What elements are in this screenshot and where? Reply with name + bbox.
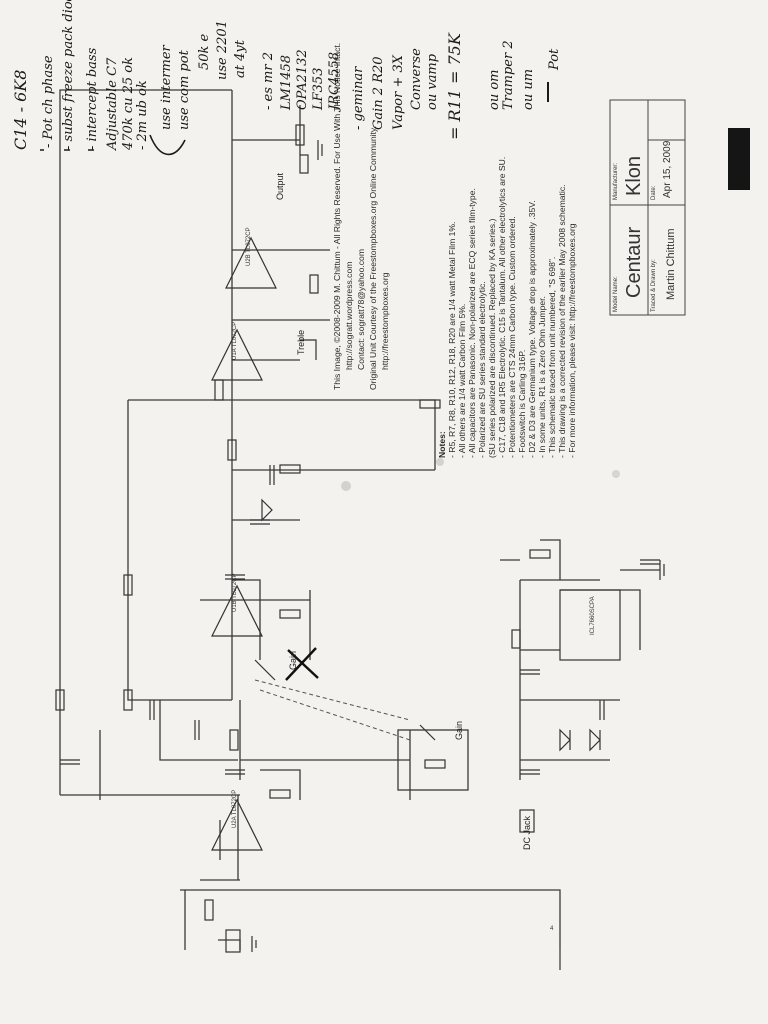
note-item: - In some units, R1 is a Zero Ohm Jumper…: [537, 296, 547, 458]
opamp-u2a: U2A TL072CP: [211, 790, 263, 851]
note-item: - D2 & D3 are Germanium type. Voltage dr…: [527, 200, 537, 458]
opamp-u2b: U2B TL072CP: [225, 227, 277, 289]
hand-note: Vapor + 3X: [391, 54, 406, 130]
title-block: Model Name: Centaur Manufacturer: Klon D…: [609, 99, 686, 316]
hand-note: Pot: [547, 48, 562, 71]
manufacturer-label: Manufacturer:: [613, 163, 619, 200]
hand-note: Adjustable C7: [105, 57, 120, 151]
hand-note: use intermer: [159, 44, 174, 130]
smudge: [436, 458, 444, 466]
copyright-line4: Original Unit Courtesy of the Freestompb…: [368, 126, 378, 390]
hand-note: ou um: [521, 69, 536, 110]
traced-by: Martin Chittum: [665, 228, 677, 300]
opamp-u2a-label: U2A TL072CP: [232, 790, 238, 828]
treble-label: Treble: [296, 330, 306, 355]
page-number: 4: [550, 926, 554, 932]
hand-note: ou vamp: [425, 53, 440, 110]
output-label: Output: [275, 172, 285, 200]
copyright-line1: This Image, ©2008-2009 M. Chittum - All …: [332, 43, 342, 390]
note-item: - This drawing is a corrected revision o…: [557, 184, 567, 458]
hand-note: Gain 2 R20: [371, 56, 386, 130]
hand-note: Converse: [409, 48, 424, 110]
hand-note: 50k e: [197, 33, 212, 70]
notes-block: Notes: - R5, R7, R8, R10, R12, R18, R20 …: [437, 157, 577, 458]
note-item: - Polarized are SU series standard elect…: [477, 281, 487, 458]
hand-note: - subst freeze pack diode: [61, 0, 76, 150]
gain-label: Gain: [288, 651, 298, 670]
handwritten-notes: C14 - 6K8 - Pot ch phase - subst freeze …: [11, 0, 562, 156]
hand-note: LF353: [311, 68, 326, 111]
opamp-u1b: U1B TL072CP: [211, 573, 263, 637]
smudge: [341, 481, 351, 491]
note-item: - For more information, please visit: ht…: [567, 223, 577, 458]
copyright-line2: http://sogratt.wordpress.com: [344, 262, 354, 370]
hand-note: C14 - 6K8: [11, 70, 30, 151]
hand-note: = R11 = 75K: [445, 32, 464, 140]
notes-heading: Notes:: [437, 431, 447, 458]
ic-u3-label: ICL7660SCPA: [590, 596, 596, 635]
copyright-block: This Image, ©2008-2009 M. Chittum - All …: [332, 43, 390, 390]
opamp-u1a-label: U1A TL072CP: [232, 322, 238, 360]
hand-note: ou om: [487, 70, 502, 111]
hand-note: JRC4558: [327, 52, 342, 113]
hand-note: - es mr 2: [261, 52, 276, 110]
smudge: [612, 470, 620, 478]
gain2-label: Gain: [454, 721, 464, 740]
hand-note: Tramper 2: [501, 40, 516, 110]
hand-note: use com pot: [177, 49, 192, 130]
note-item: - C17, C18 and 1R5 Electrolytic. C15 is …: [497, 157, 507, 458]
model-name: Centaur: [623, 227, 645, 298]
dc-jack-label: DC Jack: [522, 815, 532, 850]
hand-note: - geminar: [351, 66, 366, 130]
opamp-u2b-label: U2B TL072CP: [246, 227, 252, 266]
copyright-line3: Contact: sogratt78@yahoo.com: [356, 249, 366, 370]
date-label: Date:: [651, 185, 657, 200]
hand-note: - intercept bass: [85, 47, 100, 150]
hand-note: - 2m ub ok: [135, 80, 150, 150]
traced-label: Traced & Drawn by:: [651, 259, 657, 312]
black-rectangle: [728, 128, 750, 190]
note-item: - All capacitors are Panasonic. Non-pola…: [467, 188, 477, 458]
note-item: - Footswitch is Carling 316P.: [517, 350, 527, 458]
model-name-label: Model Name:: [613, 276, 619, 312]
copyright-line5: http://freestompboxes.org: [380, 272, 390, 370]
opamp-u1b-label: U1B TL072CP: [232, 573, 238, 612]
hand-note: OPA2132: [295, 49, 310, 110]
passive-components: [55, 124, 665, 970]
hand-note: LM1458: [279, 55, 294, 111]
note-item: - All others are 1/4 watt Carbon Film 5%…: [457, 304, 467, 458]
manufacturer: Klon: [623, 156, 645, 196]
hand-note: - Pot ch phase: [41, 55, 56, 148]
note-item: (SU series polarized are discontinued. R…: [487, 219, 497, 458]
hand-note: 470k cu 25 ok: [121, 57, 136, 151]
date: Apr 15, 2009: [662, 140, 673, 198]
circuit-wiring: [59, 89, 660, 950]
opamp-u1a: U1A TL072CP: [211, 322, 263, 381]
hand-note: use 2201: [215, 20, 230, 80]
note-item: - This schematic traced from unit number…: [547, 257, 557, 458]
note-item: - R5, R7, R8, R10, R12, R18, R20 are 1/4…: [447, 222, 457, 458]
ic-u3: ICL7660SCPA: [559, 589, 621, 661]
note-item: - Potentiometers are CTS 24mm Carbon typ…: [507, 216, 517, 458]
hand-note: at 4yt: [233, 39, 248, 78]
